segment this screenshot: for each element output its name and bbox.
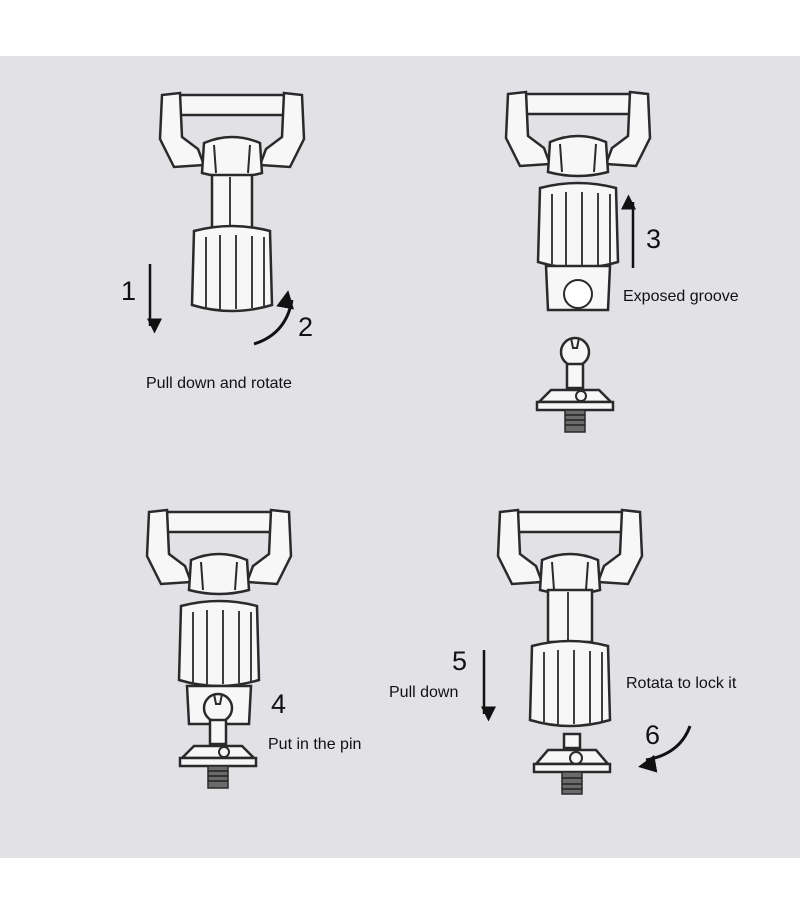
diagram-background	[0, 56, 800, 858]
step-number-5: 5	[452, 646, 468, 676]
step-caption-pull-down: Pull down	[389, 684, 459, 701]
ball-pin-icon	[535, 336, 615, 434]
step-number-4: 4	[271, 689, 287, 719]
ball-pin-icon	[532, 732, 612, 795]
swivel-mount-icon	[496, 508, 644, 728]
step-caption-pull-down-and-rotate: Pull down and rotate	[146, 375, 292, 392]
swivel-mount-icon	[158, 91, 306, 313]
step-number-2: 2	[298, 312, 314, 342]
step-number-1: 1	[121, 276, 137, 306]
step-caption-put-in-pin: Put in the pin	[268, 736, 362, 753]
step-caption-rotate-to-lock: Rotata to lock it	[626, 675, 737, 692]
rotate-arrow-icon	[638, 725, 692, 773]
rotate-arrow-icon	[253, 290, 294, 346]
step-caption-exposed-groove: Exposed groove	[623, 288, 739, 305]
swivel-mount-icon	[145, 508, 293, 726]
step-number-3: 3	[646, 224, 662, 254]
swivel-mount-icon	[504, 90, 652, 312]
step-number-6: 6	[645, 720, 661, 750]
